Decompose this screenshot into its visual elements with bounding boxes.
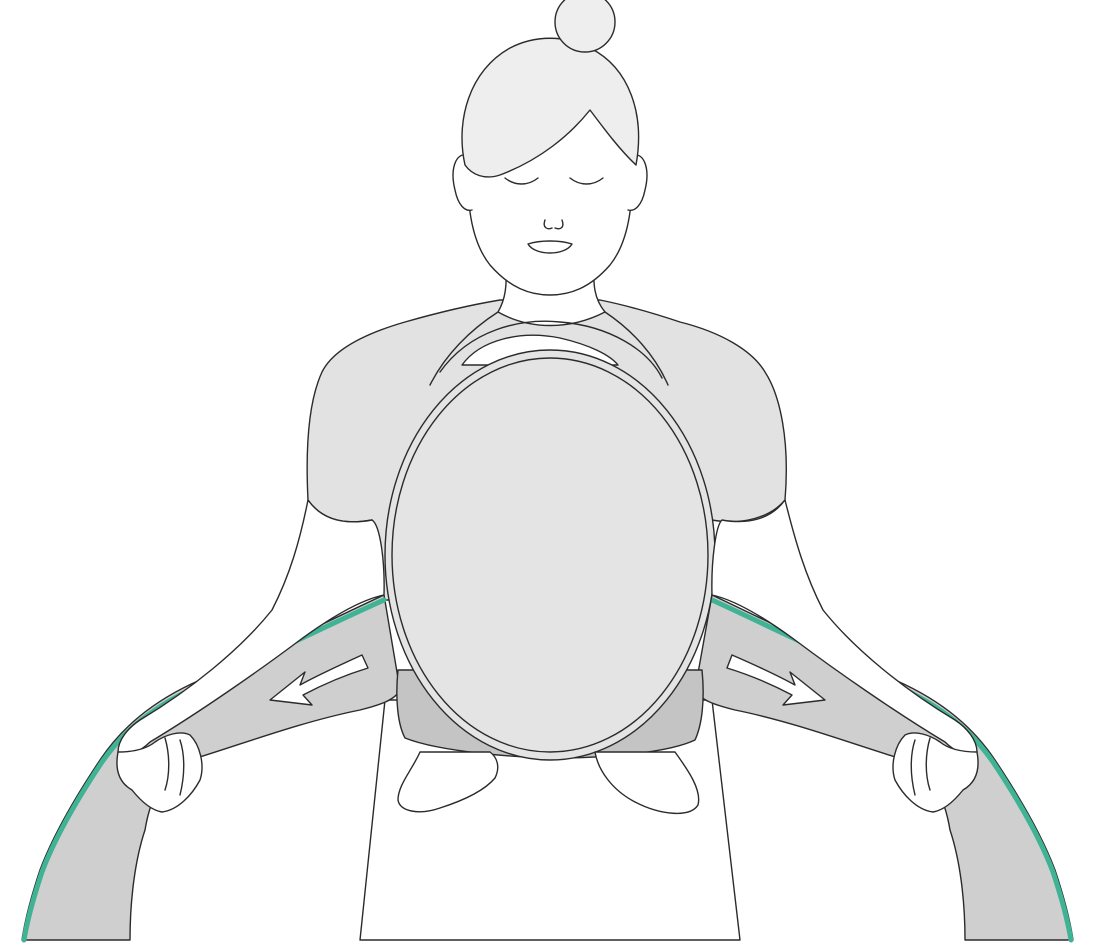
wrap-fabric-right	[695, 595, 1073, 940]
hair-bun	[555, 0, 615, 52]
wrap-fabric-left	[22, 595, 400, 940]
carrier-panel	[385, 350, 715, 760]
